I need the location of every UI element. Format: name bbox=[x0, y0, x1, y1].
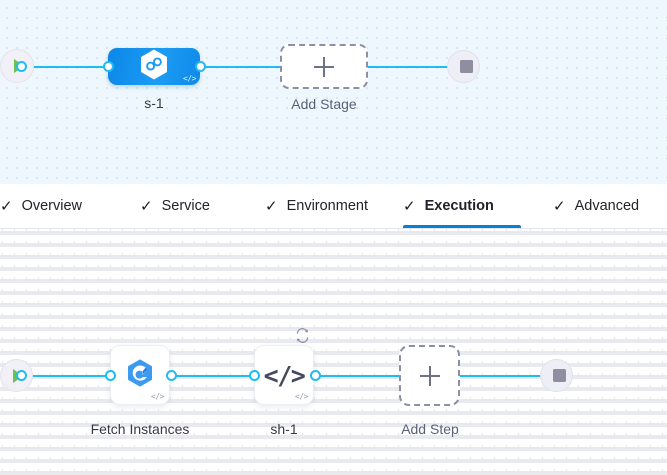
plus-icon bbox=[314, 56, 334, 77]
stage-start-connector-dot[interactable] bbox=[16, 61, 27, 72]
sh-1-in-dot[interactable] bbox=[249, 370, 260, 381]
tab-execution[interactable]: ✓ Execution bbox=[403, 184, 521, 228]
grid-tick bbox=[554, 229, 555, 475]
grid-tick bbox=[242, 229, 243, 475]
grid-tick bbox=[590, 229, 591, 475]
check-icon: ✓ bbox=[140, 197, 153, 215]
grid-tick bbox=[218, 229, 219, 475]
grid-tick bbox=[578, 229, 579, 475]
edge-addstep-to-end bbox=[460, 375, 550, 377]
grid-tick bbox=[194, 229, 195, 475]
grid-tick bbox=[26, 229, 27, 475]
grid-tick bbox=[206, 229, 207, 475]
tab-label: Execution bbox=[424, 198, 494, 214]
grid-tick bbox=[518, 229, 519, 475]
add-stage-button[interactable] bbox=[280, 44, 368, 89]
stage-end-node[interactable] bbox=[447, 50, 480, 83]
grid-tick bbox=[350, 229, 351, 475]
grid-tick bbox=[74, 229, 75, 475]
grid-tick bbox=[50, 229, 51, 475]
tab-label: Environment bbox=[286, 198, 368, 214]
grid-tick bbox=[614, 229, 615, 475]
check-icon: ✓ bbox=[403, 197, 416, 215]
fetch-instances-label: Fetch Instances bbox=[90, 421, 190, 437]
shell-script-icon: </> bbox=[263, 360, 306, 390]
stage-code-badge: </> bbox=[183, 74, 196, 83]
grid-tick bbox=[482, 229, 483, 475]
grid-tick bbox=[326, 229, 327, 475]
tab-environment[interactable]: ✓ Environment bbox=[265, 184, 390, 228]
grid-tick bbox=[470, 229, 471, 475]
step-node-sh-1[interactable]: </> </> bbox=[254, 328, 314, 405]
stop-icon bbox=[553, 369, 566, 382]
grid-tick bbox=[662, 229, 663, 475]
grid-tick bbox=[530, 229, 531, 475]
stage-node-out-dot[interactable] bbox=[195, 61, 206, 72]
stop-icon bbox=[460, 60, 473, 73]
grid-tick bbox=[494, 229, 495, 475]
edge-fetch-to-sh1 bbox=[172, 375, 254, 377]
check-icon: ✓ bbox=[265, 197, 278, 215]
hexagon-infinity-icon bbox=[139, 48, 169, 85]
grid-tick bbox=[314, 229, 315, 475]
execution-canvas[interactable]: </> Fetch Instances </> </> sh-1 bbox=[0, 229, 667, 475]
grid-tick bbox=[386, 229, 387, 475]
grid-tick bbox=[182, 229, 183, 475]
grid-tick bbox=[542, 229, 543, 475]
step-start-connector-dot[interactable] bbox=[16, 370, 27, 381]
step-end-node[interactable] bbox=[540, 359, 573, 392]
edge-start-to-fetch bbox=[22, 375, 112, 377]
looping-strategy-icon[interactable] bbox=[294, 327, 311, 349]
grid-tick bbox=[230, 229, 231, 475]
plus-icon bbox=[419, 365, 440, 386]
stage-canvas[interactable]: </> s-1 Add Stage bbox=[0, 0, 667, 184]
grid-tick bbox=[14, 229, 15, 475]
grid-tick bbox=[638, 229, 639, 475]
edge-sh1-to-addstep bbox=[314, 375, 400, 377]
grid-tick bbox=[98, 229, 99, 475]
harness-hexagon-icon bbox=[125, 358, 155, 393]
grid-tick bbox=[602, 229, 603, 475]
add-step-label: Add Step bbox=[401, 421, 459, 437]
stage-node-in-dot[interactable] bbox=[103, 61, 114, 72]
grid-tick bbox=[506, 229, 507, 475]
tab-advanced[interactable]: ✓ Advanced bbox=[553, 184, 658, 228]
grid-tick bbox=[398, 229, 399, 475]
stage-node-s-1[interactable]: </> bbox=[108, 48, 200, 85]
step-code-badge: </> bbox=[151, 392, 164, 401]
grid-tick bbox=[626, 229, 627, 475]
tab-overview[interactable]: ✓ Overview bbox=[0, 184, 108, 228]
stage-config-tabs: ✓ Overview ✓ Service ✓ Environment ✓ Exe… bbox=[0, 184, 667, 229]
grid-tick bbox=[566, 229, 567, 475]
add-stage-label: Add Stage bbox=[291, 96, 357, 112]
grid-tick bbox=[38, 229, 39, 475]
grid-tick bbox=[2, 229, 3, 475]
tab-active-underline bbox=[403, 225, 521, 228]
step-node-fetch-instances[interactable]: </> bbox=[110, 345, 170, 405]
sh-1-out-dot[interactable] bbox=[310, 370, 321, 381]
fetch-instances-out-dot[interactable] bbox=[166, 370, 177, 381]
tab-label: Advanced bbox=[574, 198, 640, 214]
fetch-instances-in-dot[interactable] bbox=[105, 370, 116, 381]
tab-label: Service bbox=[161, 198, 210, 214]
stage-node-label: s-1 bbox=[144, 95, 164, 111]
tab-service[interactable]: ✓ Service bbox=[140, 184, 232, 228]
grid-tick bbox=[650, 229, 651, 475]
edge-stage-to-addstage bbox=[196, 66, 282, 68]
check-icon: ✓ bbox=[553, 197, 566, 215]
grid-tick bbox=[170, 229, 171, 475]
edge-start-to-stage bbox=[22, 66, 112, 68]
grid-tick bbox=[86, 229, 87, 475]
sh-1-label: sh-1 bbox=[270, 421, 298, 437]
check-icon: ✓ bbox=[0, 197, 13, 215]
add-step-button[interactable] bbox=[399, 345, 460, 406]
grid-tick bbox=[362, 229, 363, 475]
tab-label: Overview bbox=[21, 198, 83, 214]
edge-addstage-to-end bbox=[366, 66, 456, 68]
step-code-badge: </> bbox=[295, 392, 308, 401]
grid-tick bbox=[374, 229, 375, 475]
grid-tick bbox=[338, 229, 339, 475]
grid-tick bbox=[62, 229, 63, 475]
